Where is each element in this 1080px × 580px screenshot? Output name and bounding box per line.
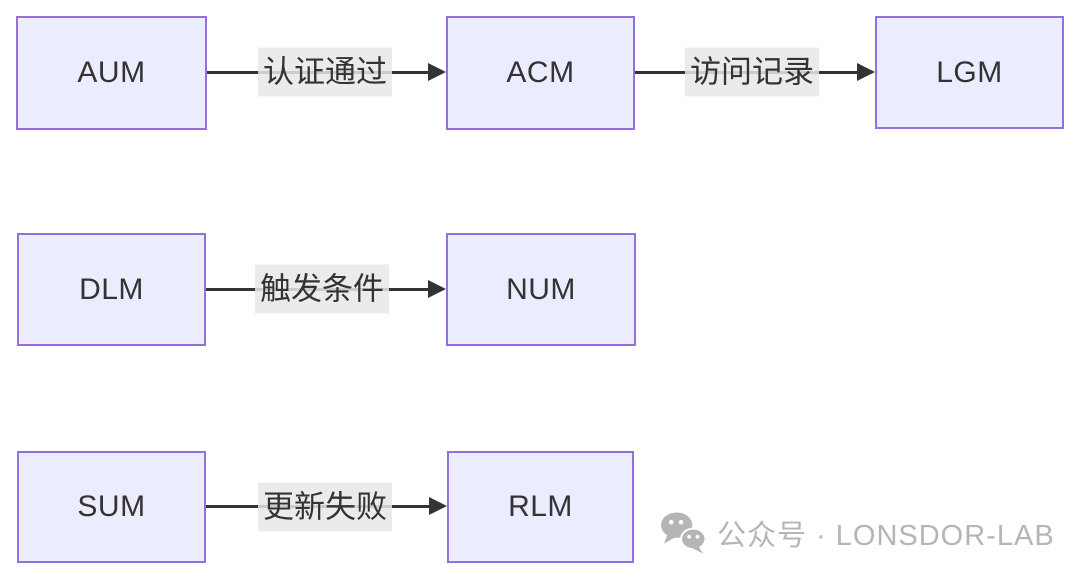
node-rlm: RLM xyxy=(447,451,634,563)
arrowhead-icon xyxy=(428,63,446,81)
node-sum: SUM xyxy=(17,451,206,563)
wechat-icon xyxy=(660,511,707,555)
node-acm-label: ACM xyxy=(506,56,575,89)
edge-dlm-num-label: 触发条件 xyxy=(255,264,389,314)
node-num-label: NUM xyxy=(506,272,576,306)
node-lgm-label: LGM xyxy=(936,55,1003,89)
node-aum-label: AUM xyxy=(77,56,146,89)
arrowhead-icon xyxy=(428,280,446,298)
node-acm: ACM xyxy=(446,16,635,130)
watermark: 公众号 · LONSDOR-LAB xyxy=(660,511,1055,555)
arrowhead-icon xyxy=(857,63,875,81)
node-rlm-label: RLM xyxy=(508,490,573,523)
edge-sum-rlm-label: 更新失败 xyxy=(258,482,392,532)
node-lgm: LGM xyxy=(875,16,1064,129)
node-dlm: DLM xyxy=(17,233,206,346)
arrowhead-icon xyxy=(429,497,447,515)
node-dlm-label: DLM xyxy=(79,272,144,306)
watermark-text: 公众号 · LONSDOR-LAB xyxy=(717,520,1055,552)
edge-acm-lgm-label: 访问记录 xyxy=(685,47,819,97)
node-num: NUM xyxy=(446,233,636,346)
node-sum-label: SUM xyxy=(77,490,146,523)
edge-aum-acm-label: 认证通过 xyxy=(258,47,392,97)
node-aum: AUM xyxy=(16,16,207,130)
